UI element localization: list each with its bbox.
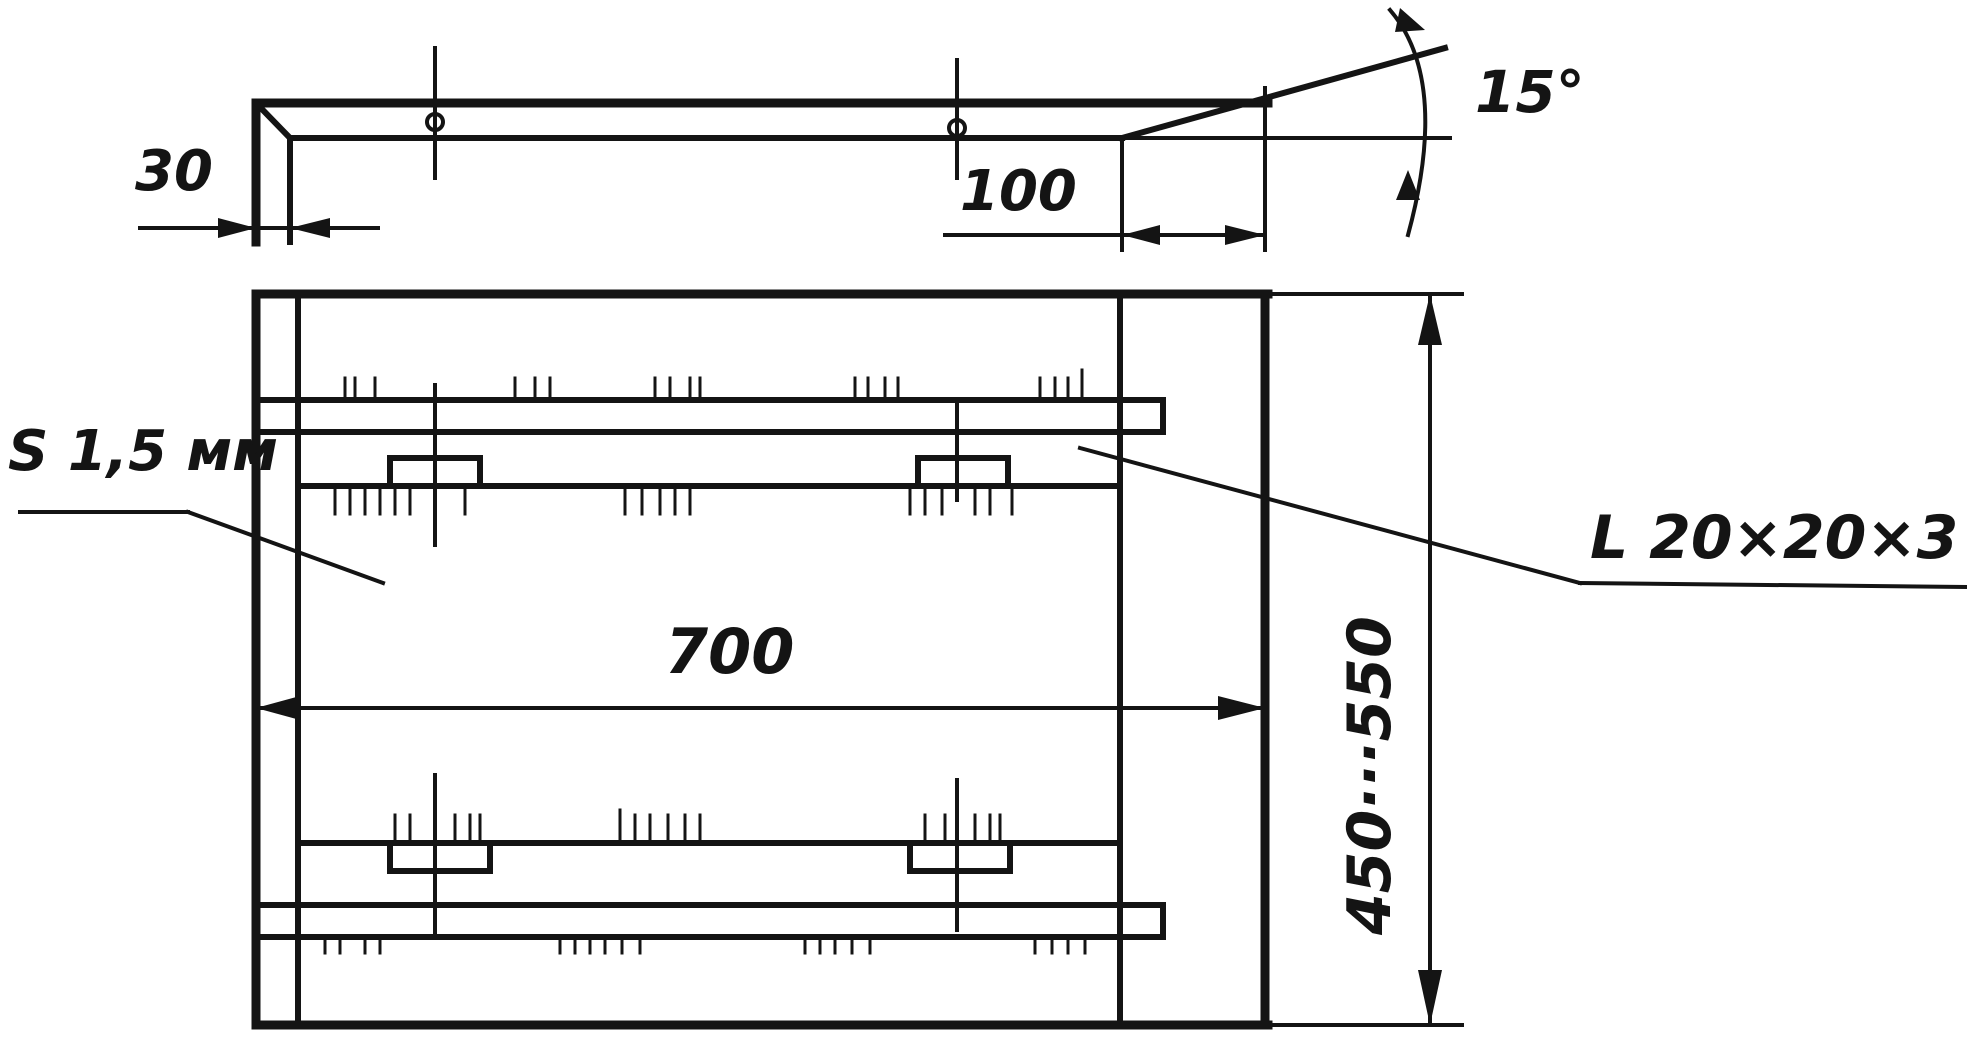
plan-view <box>251 289 1273 1030</box>
dimension-height: 450···550 <box>1266 292 1464 1027</box>
rivet-mark <box>947 118 967 138</box>
leader-angle: L 20×20×3 <box>1077 445 1968 590</box>
dimension-100-label: 100 <box>960 159 1077 224</box>
bracket-plate <box>387 840 493 874</box>
top-view <box>251 7 1452 252</box>
dimension-30: 30 <box>135 139 380 238</box>
dimension-700-label: 700 <box>665 615 794 688</box>
dimension-height-label: 450···550 <box>1335 616 1405 936</box>
weld-marks <box>323 368 1087 955</box>
angle-bar-lower <box>253 902 1166 940</box>
leader-sheet: S 1,5 мм <box>8 419 386 586</box>
bracket-plate <box>915 455 1011 489</box>
dimension-30-label: 30 <box>135 139 213 204</box>
angle-15-label: 15° <box>1475 58 1585 126</box>
rivet-mark <box>425 112 445 132</box>
dimension-700: 700 <box>254 615 1267 720</box>
bracket-plate <box>907 840 1013 874</box>
sheet-thickness-label: S 1,5 мм <box>8 419 278 484</box>
angle-bar-upper <box>253 397 1166 435</box>
dimension-100: 100 <box>943 159 1267 245</box>
angle-profile-label: L 20×20×3 <box>1590 503 1958 573</box>
